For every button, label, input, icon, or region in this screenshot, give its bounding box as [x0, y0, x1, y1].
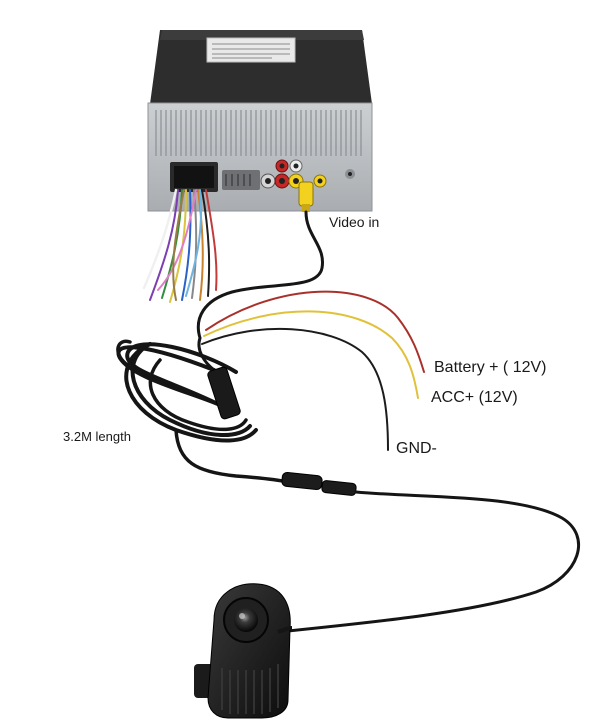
ground-wire-label: GND- — [396, 440, 437, 457]
car-radio-head-unit — [147, 30, 373, 212]
secondary-connector — [222, 170, 260, 190]
video-rca-plug — [298, 181, 314, 207]
cable-length-label: 3.2M length — [63, 429, 131, 444]
inline-cable-connector — [281, 471, 323, 491]
acc-wire-label: ACC+ (12V) — [431, 389, 518, 406]
rca-jack-cluster — [260, 159, 355, 189]
camera-lens — [234, 608, 258, 632]
video-in-label: Video in — [329, 214, 380, 230]
coiled-camera-cable — [116, 339, 580, 634]
inline-module-box — [207, 366, 241, 420]
dash-camera — [194, 583, 293, 719]
radio-top-panel — [150, 30, 372, 104]
battery-wire-label: Battery + ( 12V) — [434, 359, 547, 376]
wiring-harness-bundle — [142, 188, 218, 303]
